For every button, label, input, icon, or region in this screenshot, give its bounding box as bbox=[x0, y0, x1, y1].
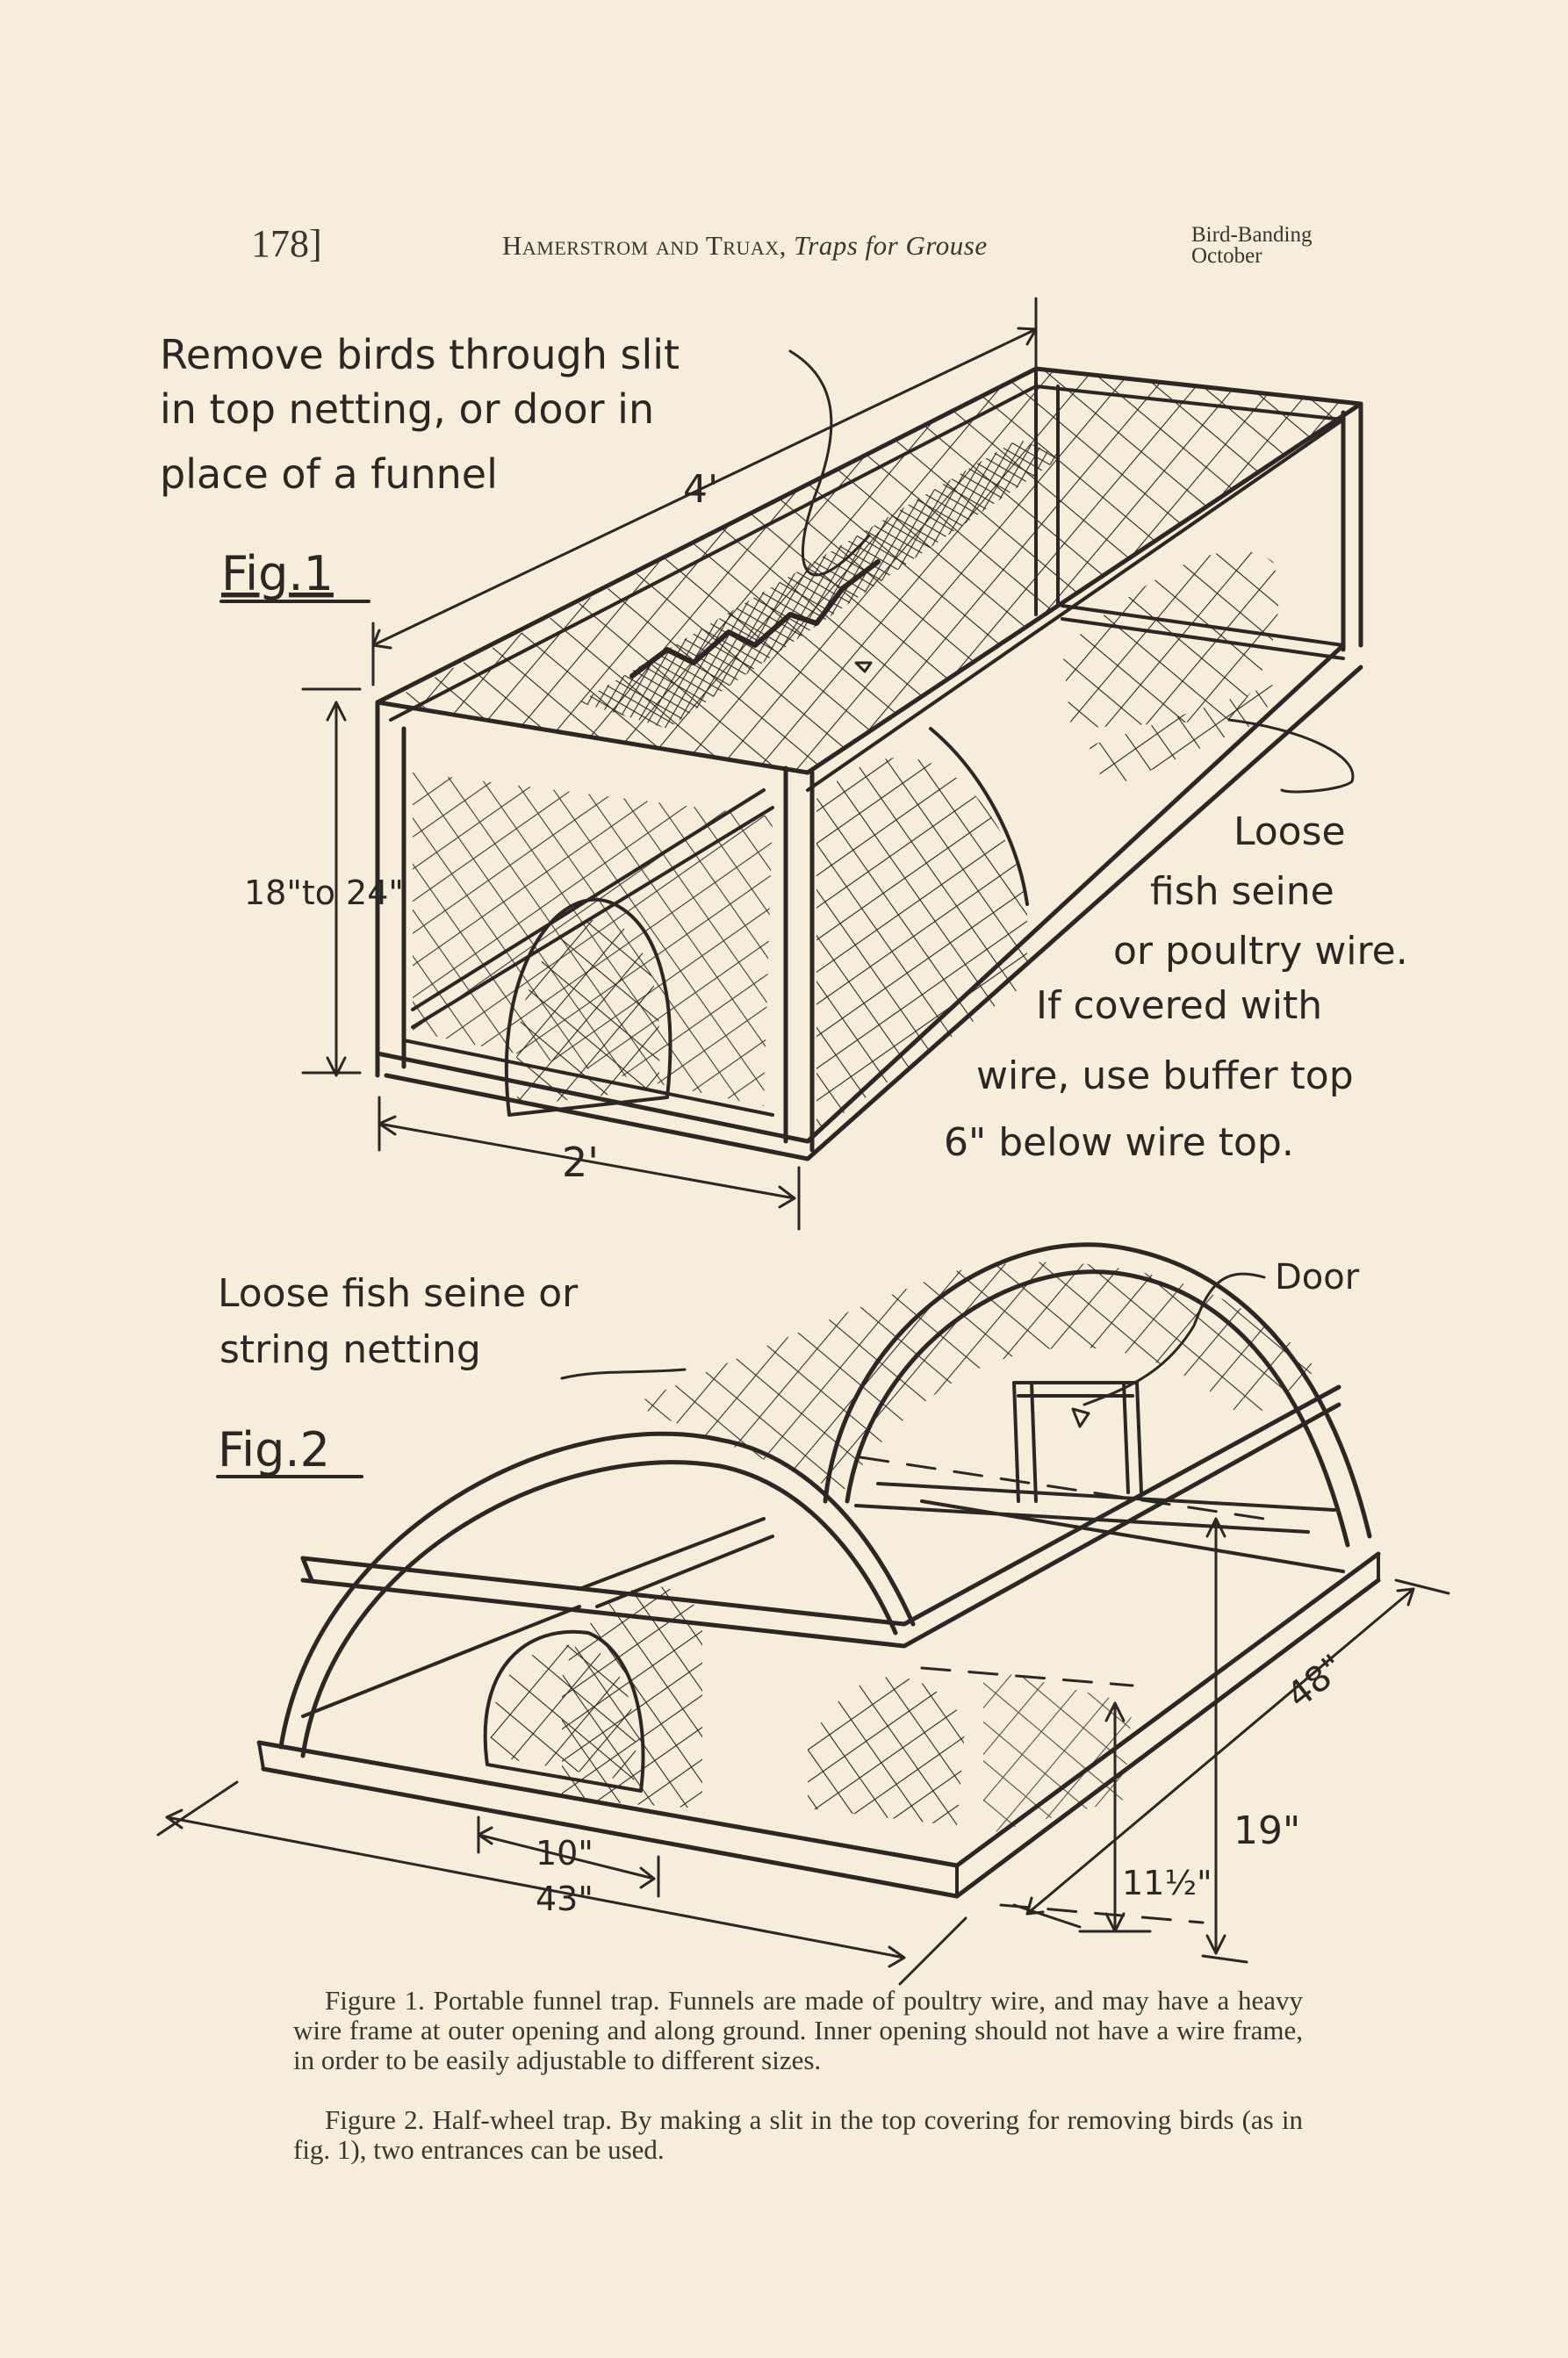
fig2-dimensions bbox=[156, 1272, 1450, 1986]
figure2-caption: Figure 2. Half-wheel trap. By making a s… bbox=[293, 2104, 1303, 2165]
fig2-note-line1: Loose fish seine or bbox=[218, 1271, 579, 1316]
fig1-side-note-4: If covered with bbox=[1036, 983, 1322, 1028]
journal-issue: October bbox=[1191, 244, 1262, 268]
fig1-dim-width: 2' bbox=[562, 1139, 599, 1186]
fig2-dim-funnel: 10" bbox=[536, 1834, 593, 1873]
fig2-dim-inner-height: 11½" bbox=[1122, 1864, 1212, 1902]
fig1-side-note-2: fish seine bbox=[1150, 869, 1334, 914]
fig1-side-note-1: Loose bbox=[1234, 809, 1346, 854]
fig2-drawing bbox=[256, 1242, 1381, 1899]
running-title: Hamerstrom and Truax, Traps for Grouse bbox=[502, 230, 988, 262]
fig1-note-line1: Remove birds through slit bbox=[160, 331, 680, 378]
fig1-slit-line bbox=[629, 559, 881, 679]
fig1-dimensions bbox=[301, 297, 1355, 1231]
fig1-drawing bbox=[375, 366, 1363, 1161]
fig2-door-label: Door bbox=[1275, 1257, 1360, 1298]
fig2-label: Fig.2 bbox=[218, 1422, 330, 1477]
fig1-side-note-5: wire, use buffer top bbox=[976, 1053, 1354, 1098]
fig2-note-line2: string netting bbox=[219, 1327, 481, 1372]
fig1-side-note-3: or poultry wire. bbox=[1113, 929, 1408, 974]
fig1-label: Fig.1 bbox=[221, 546, 334, 601]
fig2-dim-width: 43" bbox=[536, 1880, 593, 1918]
fig2-dim-length: 48" bbox=[1279, 1647, 1352, 1716]
fig2-dim-height: 19" bbox=[1234, 1808, 1300, 1853]
running-title-article: Traps for Grouse bbox=[794, 230, 988, 261]
running-title-authors: Hamerstrom and Truax, bbox=[502, 230, 787, 261]
fig1-note-line3: place of a funnel bbox=[160, 450, 498, 498]
fig1-dim-height: 18"to 24" bbox=[244, 873, 404, 912]
fig1-dim-length: 4' bbox=[683, 467, 718, 512]
page-number: 178] bbox=[251, 222, 322, 265]
fig1-side-note-6: 6" below wire top. bbox=[944, 1120, 1294, 1165]
figure1-caption: Figure 1. Portable funnel trap. Funnels … bbox=[293, 1985, 1303, 2075]
journal-name: Bird-Banding bbox=[1191, 223, 1313, 247]
fig1-note-line2: in top netting, or door in bbox=[160, 385, 654, 433]
